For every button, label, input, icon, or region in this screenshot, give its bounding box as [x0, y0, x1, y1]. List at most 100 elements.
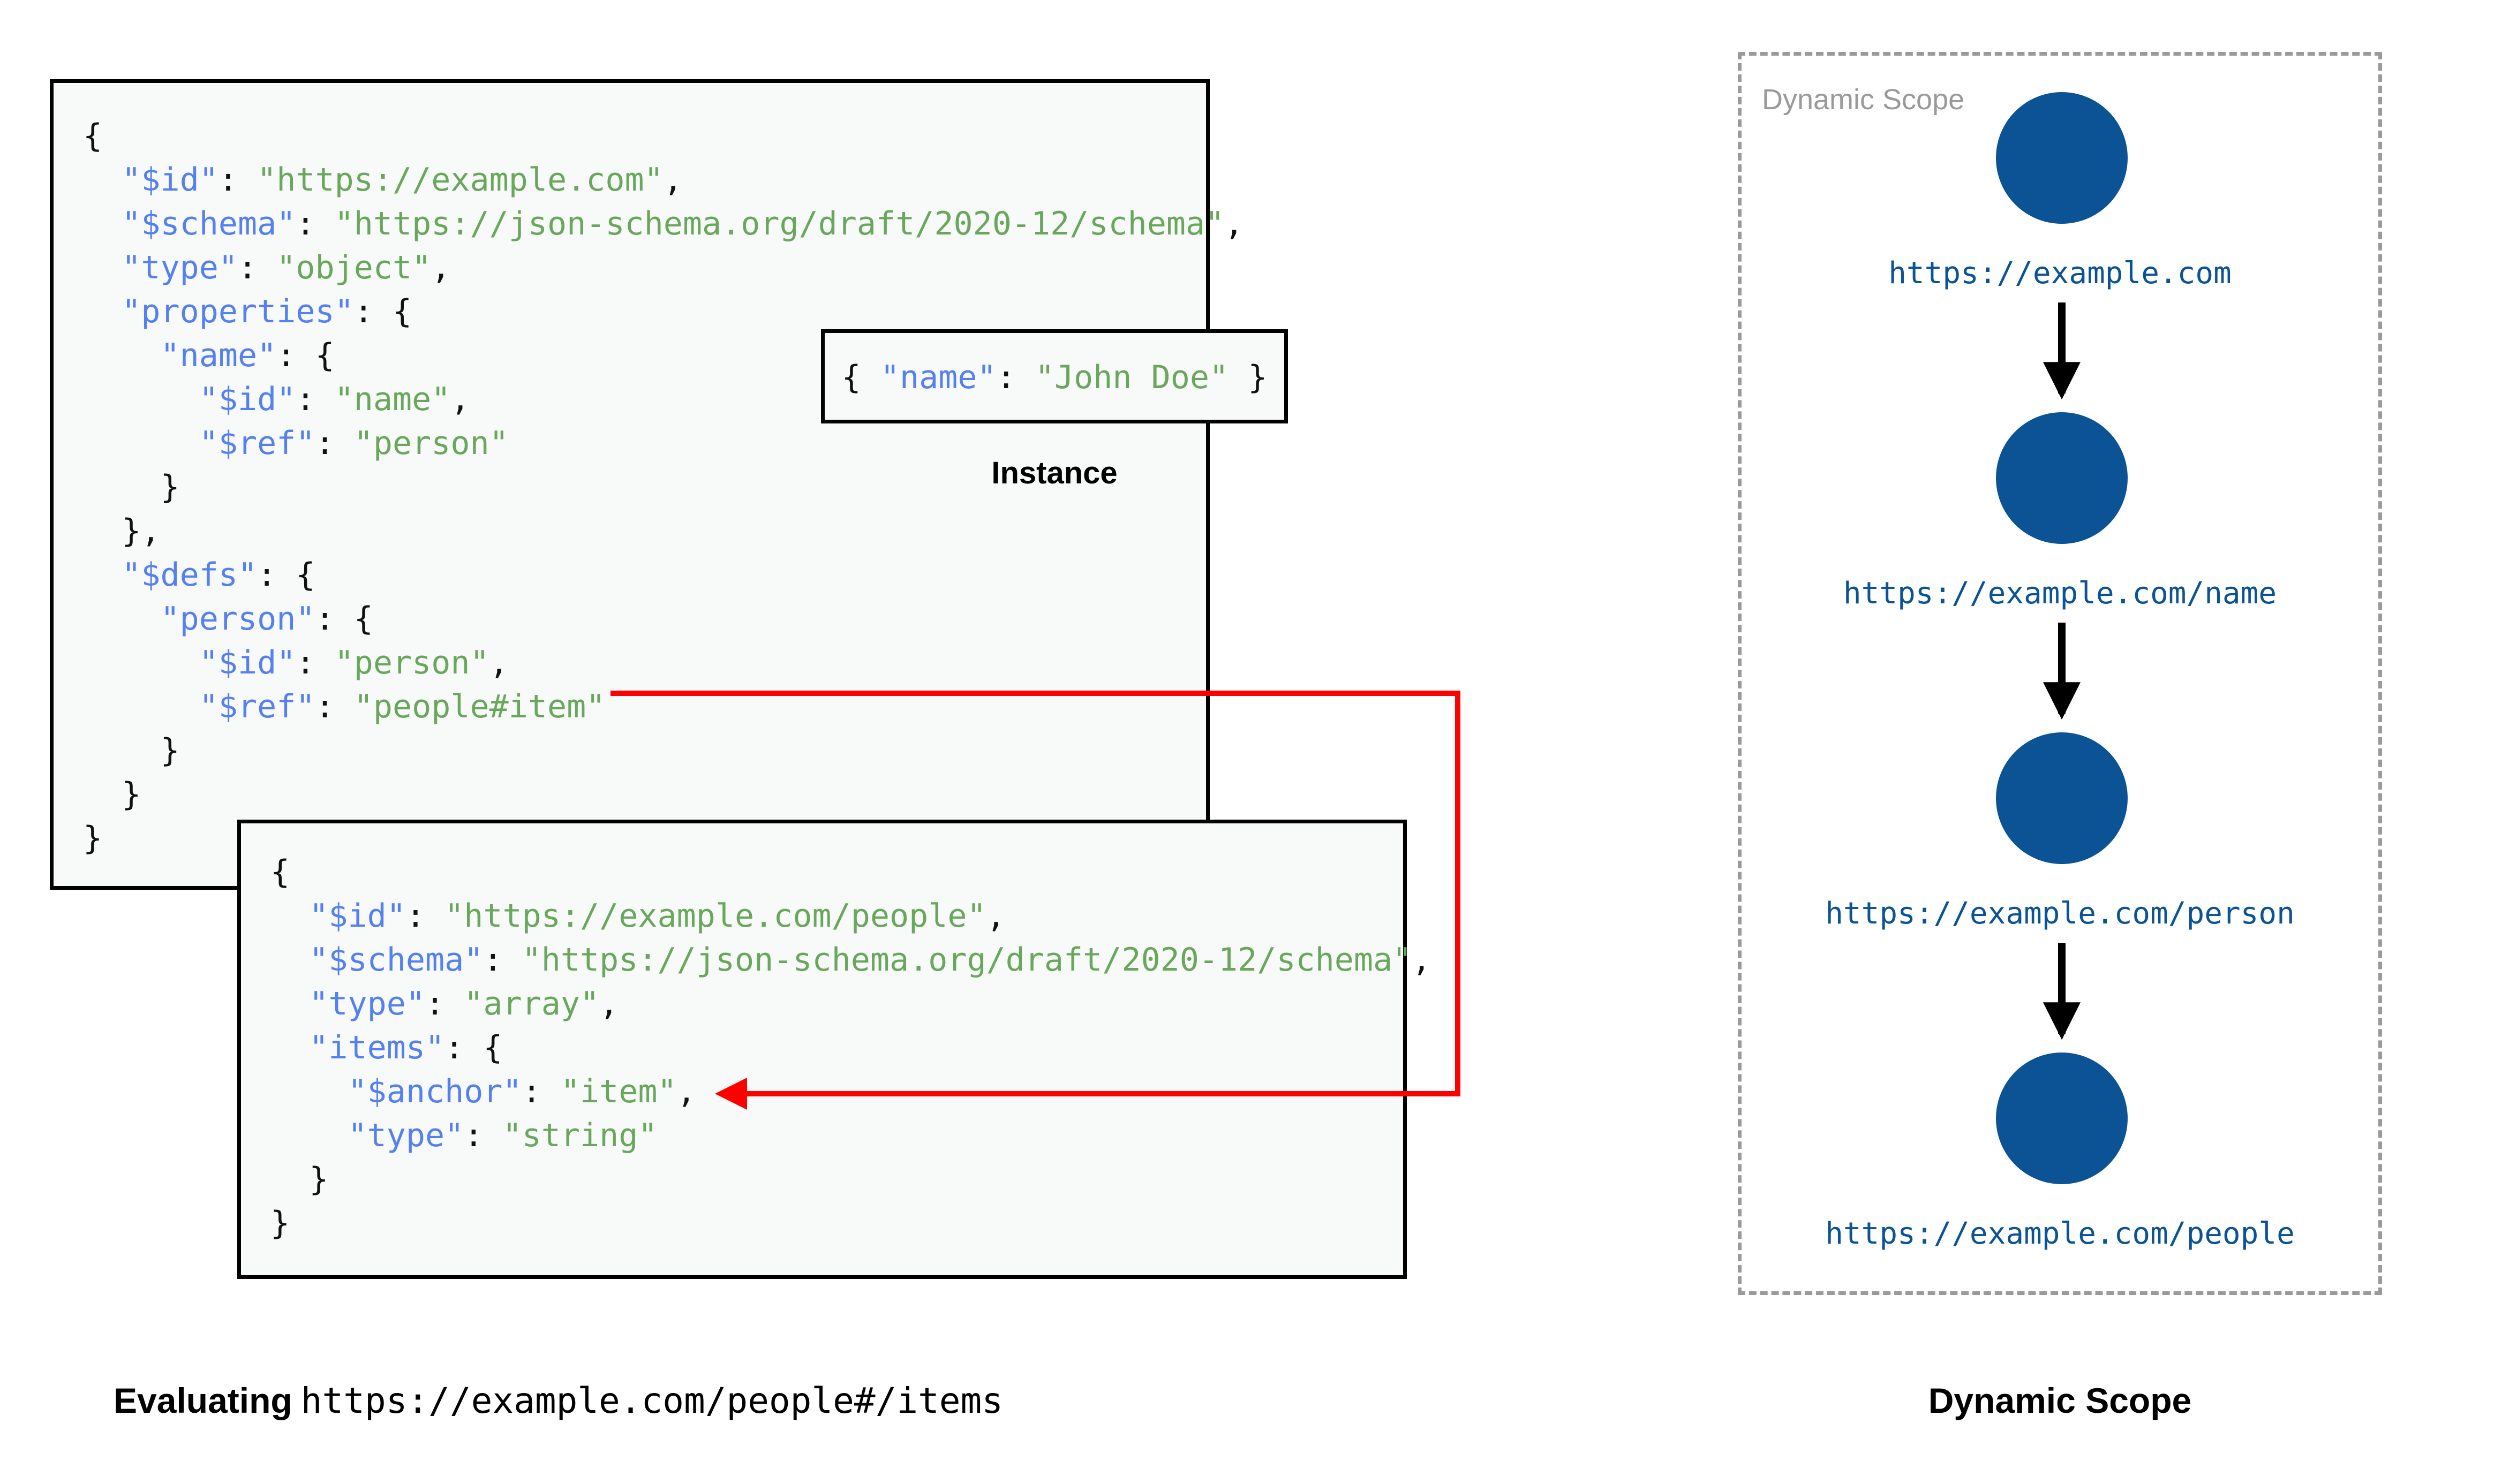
code-line: "$defs": {: [83, 553, 1244, 597]
code-line: "name": {: [83, 334, 1244, 377]
json-value: "https://example.com/people": [444, 897, 986, 935]
instance-label: Instance: [991, 456, 1118, 490]
scope-node-label-3: https://example.com/people: [1825, 1216, 2295, 1251]
evaluating-caption-bold: Evaluating: [114, 1381, 292, 1420]
json-punct: :: [218, 161, 258, 199]
json-punct: :: [405, 897, 445, 935]
code-line: }: [83, 465, 1244, 509]
json-punct: ,: [986, 897, 1006, 935]
json-value: "https://json-schema.org/draft/2020-12/s…: [522, 941, 1412, 979]
code-line: "$ref": "people#item": [83, 685, 1244, 729]
instance-code-text: { "name": "John Doe" }: [825, 355, 1284, 399]
json-punct: ,: [676, 1073, 696, 1110]
json-value: "John Doe": [1035, 359, 1229, 396]
json-punct: :: [296, 381, 335, 418]
json-key: "$id": [199, 644, 296, 682]
json-punct: :: [425, 985, 464, 1023]
code-line: "$id": "https://example.com/people",: [270, 894, 1431, 938]
json-key: "type": [122, 249, 238, 286]
code-line: }: [83, 816, 1244, 860]
json-punct: :: [315, 688, 354, 725]
code-line: "$schema": "https://json-schema.org/draf…: [270, 938, 1431, 982]
dynamic-scope-inner-label: Dynamic Scope: [1762, 84, 1965, 116]
json-key: "$ref": [199, 425, 315, 462]
json-key: "type": [348, 1117, 464, 1154]
json-punct: }: [83, 820, 103, 857]
code-line: {: [83, 114, 1244, 158]
code-line: "type": "object",: [83, 246, 1244, 290]
json-punct: : {: [257, 556, 315, 594]
json-punct: :: [296, 644, 335, 682]
code-line: "$id": "name",: [83, 377, 1244, 421]
scope-node-label-2: https://example.com/person: [1825, 896, 2295, 931]
json-value: "array": [464, 985, 600, 1023]
json-value: "https://json-schema.org/draft/2020-12/s…: [334, 205, 1225, 243]
scope-node-label-1: https://example.com/name: [1843, 576, 2277, 611]
json-punct: }: [1229, 359, 1268, 396]
json-punct: }: [160, 732, 180, 769]
code-line: "$anchor": "item",: [270, 1070, 1431, 1114]
code-line: }: [83, 729, 1244, 773]
json-value: "people#item": [353, 688, 606, 725]
scope-node-circle-2: [1996, 732, 2128, 864]
code-line: }: [83, 773, 1244, 816]
json-punct: }: [270, 1205, 290, 1242]
json-value: "item": [560, 1073, 677, 1110]
json-punct: : {: [353, 293, 412, 330]
json-key: "properties": [122, 293, 354, 330]
json-punct: :: [315, 425, 354, 462]
json-key: "name": [880, 359, 997, 396]
code-line: "type": "string": [270, 1114, 1431, 1157]
code-line: "type": "array",: [270, 982, 1431, 1026]
scope-node-label-0: https://example.com: [1888, 256, 2232, 291]
json-key: "person": [160, 600, 315, 638]
json-punct: },: [122, 512, 161, 550]
json-key: "type": [309, 985, 425, 1023]
json-punct: ,: [663, 161, 683, 199]
code-line: },: [83, 509, 1244, 553]
code-line: "person": {: [83, 597, 1244, 641]
code-line: "properties": {: [83, 290, 1244, 334]
json-value: "person": [334, 644, 489, 682]
code-line: "$id": "https://example.com",: [83, 158, 1244, 202]
json-key: "$anchor": [348, 1073, 522, 1110]
json-punct: ,: [1412, 941, 1431, 979]
json-punct: :: [522, 1073, 561, 1110]
dynamic-scope-container: [1738, 52, 2382, 1295]
json-punct: ,: [431, 249, 451, 286]
people-schema-code-text: { "$id": "https://example.com/people", "…: [270, 850, 1431, 1245]
code-line: {: [270, 850, 1431, 894]
json-punct: }: [122, 776, 141, 813]
schema-root-code-text: { "$id": "https://example.com", "$schema…: [83, 114, 1244, 860]
code-line: "$schema": "https://json-schema.org/draf…: [83, 202, 1244, 246]
json-punct: ,: [1224, 205, 1244, 243]
json-punct: :: [464, 1117, 503, 1154]
json-key: "$id": [309, 897, 406, 935]
json-key: "$id": [122, 161, 218, 199]
json-value: "https://example.com": [257, 161, 664, 199]
json-key: "items": [309, 1029, 445, 1066]
json-punct: :: [296, 205, 335, 243]
instance-code-box: { "name": "John Doe" }: [821, 329, 1288, 423]
scope-node-circle-0: [1996, 92, 2128, 224]
dynamic-scope-caption: Dynamic Scope: [1928, 1381, 2192, 1420]
json-punct: ,: [599, 985, 619, 1023]
code-line: }: [270, 1201, 1431, 1245]
json-key: "$schema": [122, 205, 296, 243]
json-punct: ,: [450, 381, 470, 418]
json-value: "name": [334, 381, 451, 418]
code-line: { "name": "John Doe" }: [825, 355, 1284, 399]
json-key: "$defs": [122, 556, 258, 594]
json-key: "$id": [199, 381, 296, 418]
json-punct: }: [309, 1161, 329, 1198]
json-punct: :: [996, 359, 1035, 396]
code-line: "$ref": "person": [83, 421, 1244, 465]
json-value: "person": [353, 425, 509, 462]
json-punct: }: [160, 468, 180, 506]
json-punct: {: [270, 853, 290, 891]
json-punct: : {: [444, 1029, 503, 1066]
json-punct: ,: [489, 644, 509, 682]
json-punct: {: [83, 117, 103, 155]
